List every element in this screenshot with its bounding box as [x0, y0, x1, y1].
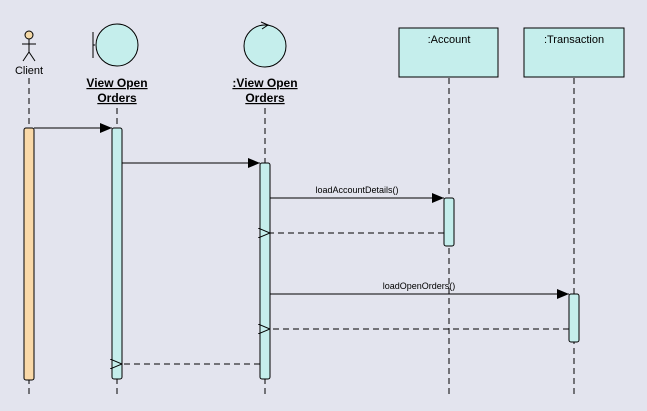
transaction-participant[interactable]: :Transaction: [523, 27, 625, 78]
message-label-load-account-details: loadAccountDetails(): [315, 185, 398, 195]
transaction-activation-bar: [568, 293, 580, 343]
boundary-icon: [92, 23, 139, 67]
client-activation-bar: [23, 127, 35, 381]
boundary-label-line2: Orders: [97, 91, 137, 105]
control-label-line1: :View Open: [232, 76, 297, 90]
boundary-participant[interactable]: View Open Orders: [86, 23, 148, 105]
account-label: :Account: [428, 34, 471, 46]
message-label-load-open-orders: loadOpenOrders(): [383, 281, 456, 291]
control-participant[interactable]: :View Open Orders: [232, 21, 298, 105]
boundary-activation-bar: [111, 127, 123, 380]
actor-stick-figure-icon: [22, 30, 36, 62]
message-load-open-orders[interactable]: loadOpenOrders(): [270, 281, 569, 299]
transaction-label: :Transaction: [544, 34, 604, 46]
control-activation-bar: [259, 162, 271, 380]
client-actor[interactable]: Client: [15, 30, 43, 77]
boundary-label-line1: View Open: [86, 76, 147, 90]
control-label-line2: Orders: [245, 91, 285, 105]
message-load-account-details[interactable]: loadAccountDetails(): [270, 185, 444, 203]
client-label: Client: [15, 65, 43, 77]
account-activation-bar: [443, 197, 455, 247]
control-icon: [243, 21, 287, 68]
account-participant[interactable]: :Account: [398, 27, 499, 78]
